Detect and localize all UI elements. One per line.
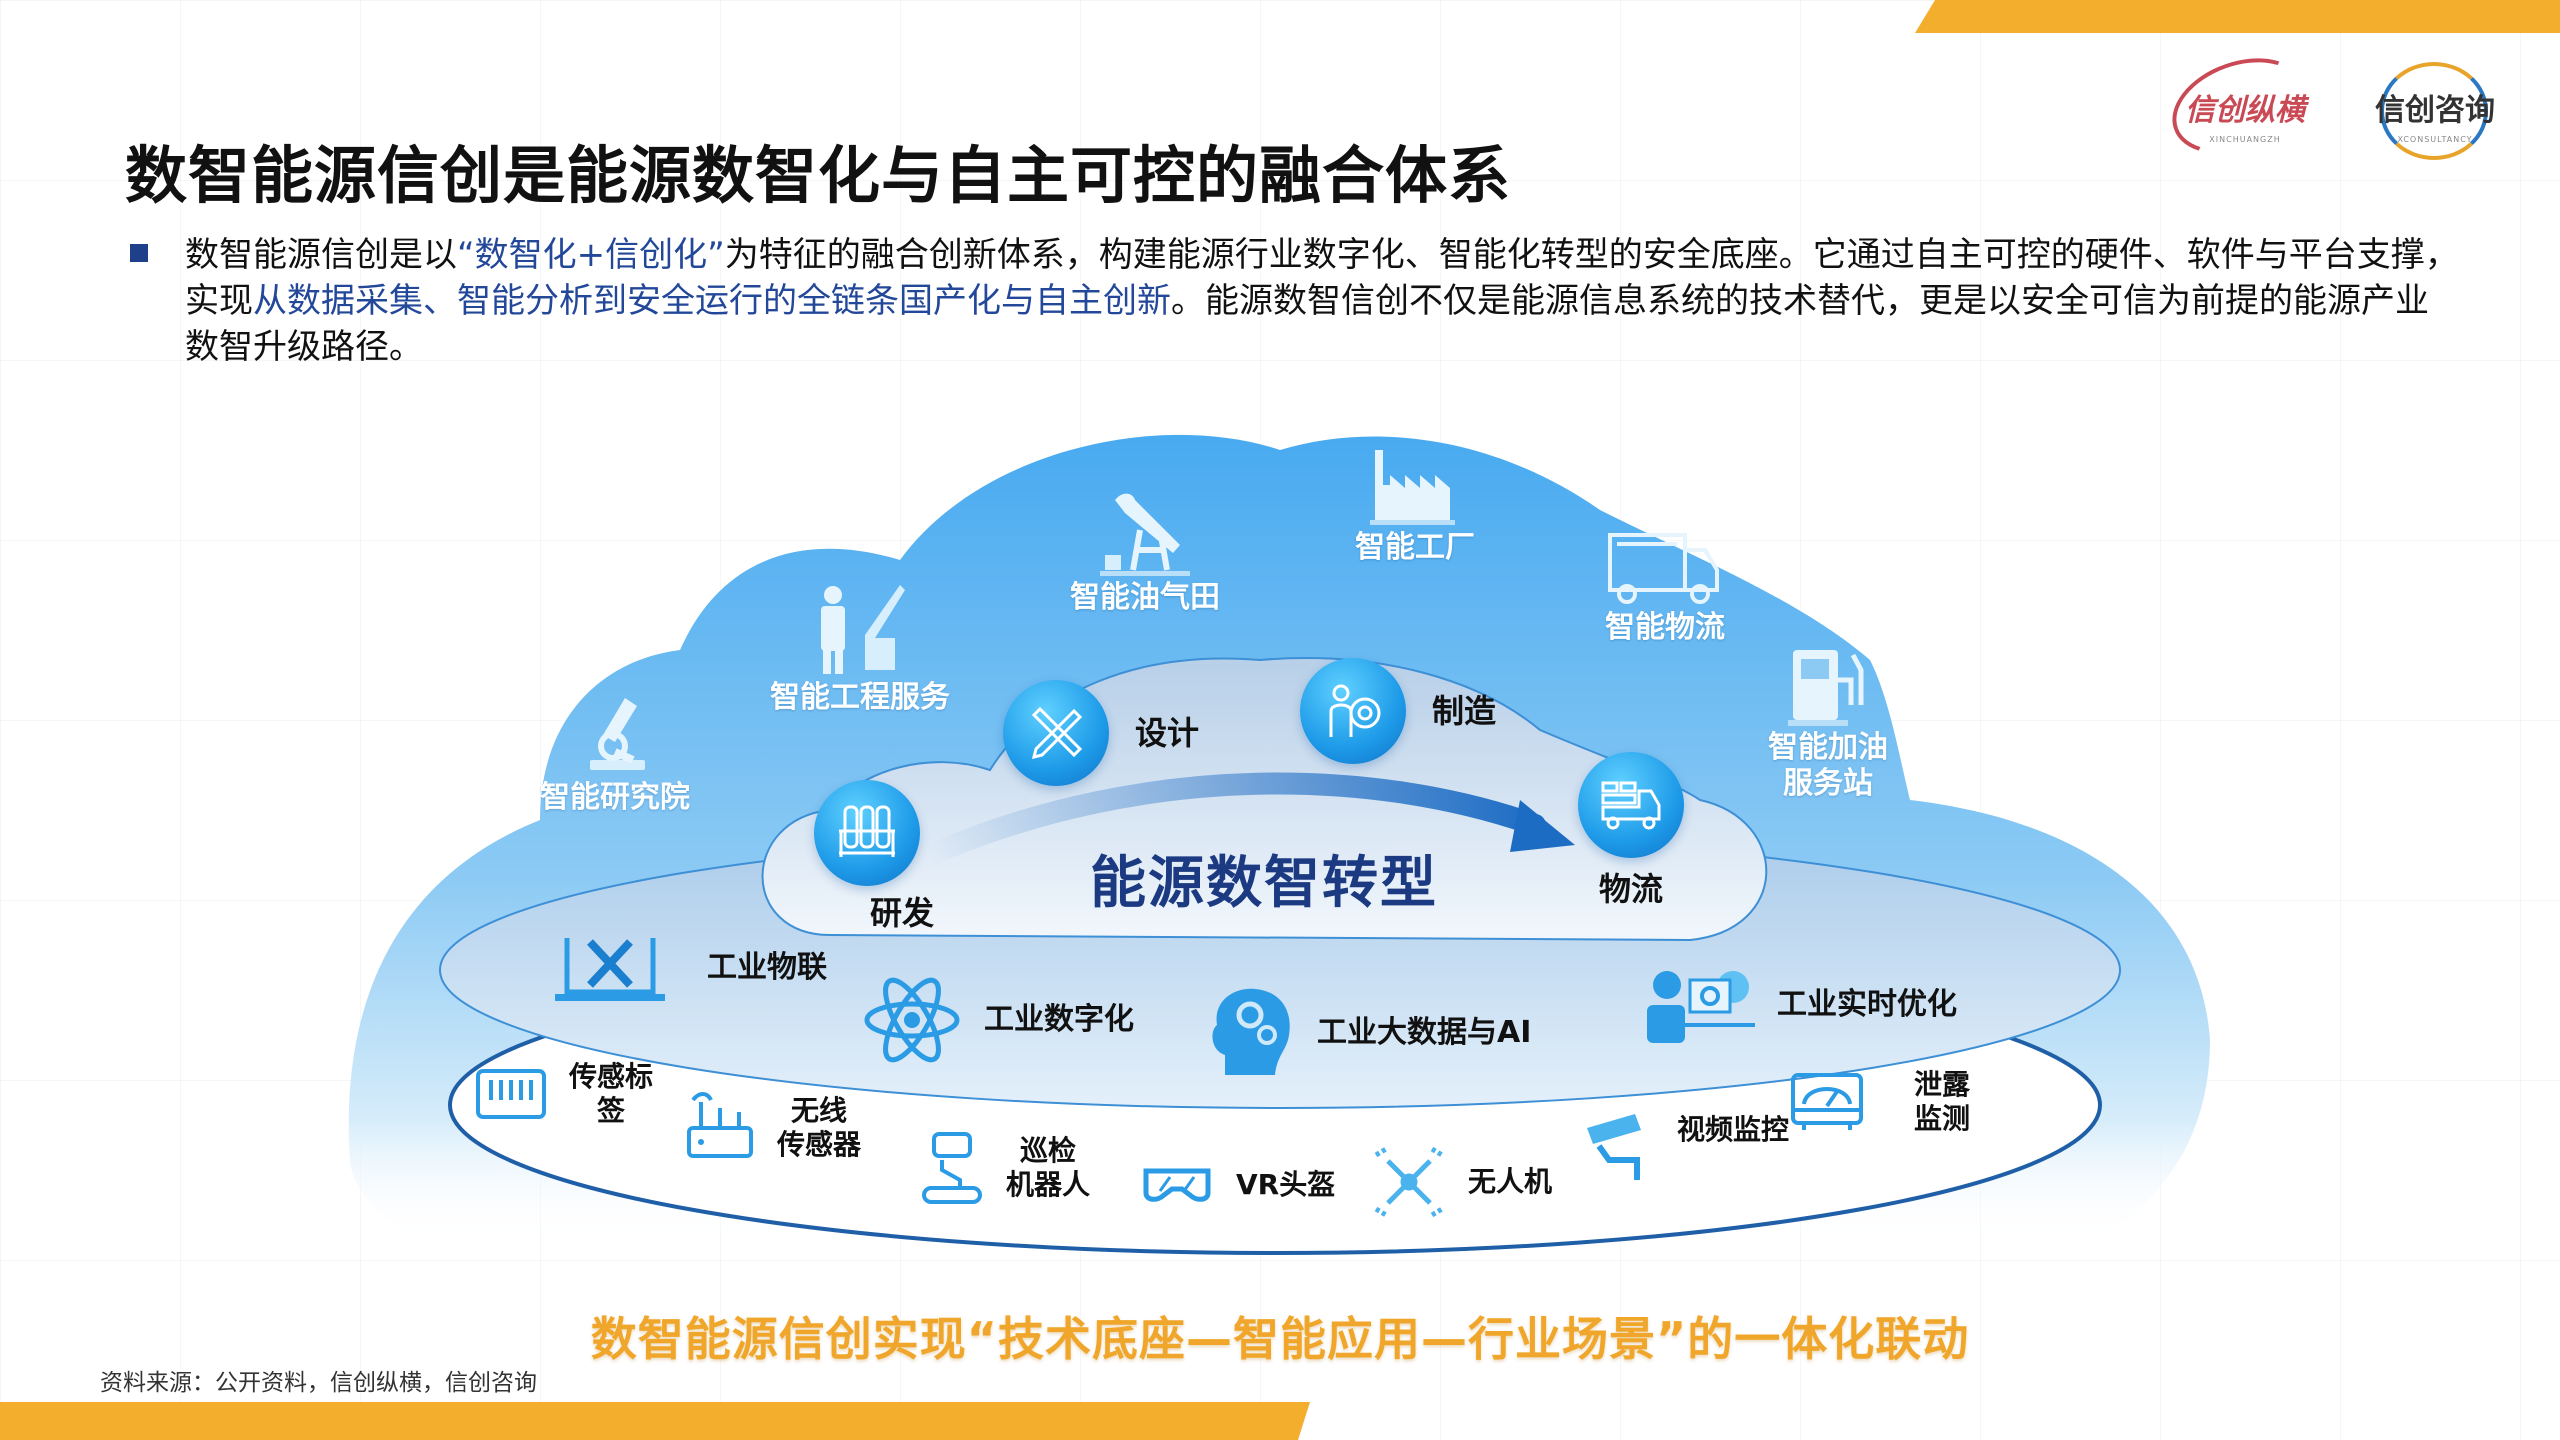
head-gears-icon: [1212, 988, 1290, 1075]
device-drone: 无人机: [1372, 1145, 1552, 1219]
factory-icon: [1370, 450, 1455, 525]
app-industrial-realtime-optimization: 工业实时优化: [1645, 965, 1957, 1045]
person-gear-icon: [1300, 658, 1406, 764]
device-wireless-sensor: 无线 传感器: [685, 1090, 861, 1165]
test-tubes-icon: [814, 780, 920, 886]
router-icon: [687, 1092, 753, 1158]
microscope-icon: [590, 698, 645, 770]
logo-xinchuang-zongheng: 信创纵横 XINCHUANGZH: [2159, 41, 2320, 171]
scenario-smart-factory: 智能工厂: [1355, 440, 1475, 566]
stage-logistics: 物流: [1578, 752, 1684, 908]
device-inspection-robot: 巡检 机器人: [920, 1130, 1090, 1205]
atom-icon: [864, 977, 960, 1063]
device-vr-headset: VR头盔: [1140, 1165, 1335, 1205]
gauge-monitor-icon: [1791, 1073, 1863, 1130]
oil-pump-icon: [1100, 493, 1190, 576]
scenario-smart-oil-gas-field: 智能油气田: [1070, 485, 1220, 616]
page-title: 数智能源信创是能源数智化与自主可控的融合体系: [125, 139, 1512, 212]
robot-icon: [922, 1132, 982, 1204]
flow-arrow-head: [1510, 800, 1575, 852]
fuel-pump-icon: [1788, 650, 1864, 726]
app-industrial-digitalization: 工业数字化: [862, 975, 1134, 1065]
app-industrial-iot: 工业物联: [555, 930, 827, 1005]
laptop-tools-icon: [555, 938, 665, 1001]
truck-icon: [1608, 533, 1719, 604]
device-sensor-tag: 传感标 签: [475, 1060, 653, 1128]
logo-group: 信创纵横 XINCHUANGZH 信创咨询 XCONSULTANCY: [2159, 41, 2510, 171]
bottom-accent-bar: [0, 1402, 1310, 1440]
intro-paragraph: 数智能源信创是以“数智化+信创化”为特征的融合创新体系，构建能源行业数字化、智能…: [130, 232, 2460, 370]
fuel-station-label-line2: 服务站: [1783, 766, 1873, 801]
vr-goggles-icon: [1143, 1168, 1211, 1202]
stage-design: 设计: [1003, 680, 1199, 786]
scenario-smart-engineering-service: 智能工程服务: [770, 580, 950, 716]
logo-xinchuang-consultancy: 信创咨询 XCONSULTANCY: [2360, 62, 2510, 160]
worker-screen-gear-icon: [1647, 971, 1755, 1043]
device-leak-detection: 泄露 监测: [1790, 1068, 1970, 1136]
highlight-text: “数智化+信创化”: [457, 235, 725, 275]
barcode-tag-icon: [476, 1069, 546, 1119]
scenario-smart-research-institute: 智能研究院: [540, 690, 690, 816]
stage-manufacturing: 制造: [1300, 658, 1496, 764]
highlight-text: 从数据采集、智能分析到安全运行的全链条国产化与自主创新: [253, 281, 1171, 321]
top-accent-bar: [1915, 0, 2560, 33]
scenario-smart-logistics: 智能物流: [1605, 530, 1725, 646]
fuel-station-label-line1: 智能加油: [1768, 730, 1888, 765]
drone-icon: [1374, 1146, 1444, 1218]
cctv-camera-icon: [1587, 1114, 1641, 1180]
scenario-smart-fuel-station: 智能加油 服务站: [1768, 645, 1888, 802]
flow-arrow: [919, 772, 1546, 866]
device-video-surveillance: 视频监控: [1585, 1110, 1789, 1184]
core-title: 能源数智转型: [1090, 851, 1438, 916]
pencil-ruler-icon: [1003, 680, 1109, 786]
engineer-crane-icon: [821, 585, 905, 674]
conclusion-tagline: 数智能源信创实现“技术底座—智能应用—行业场景”的一体化联动: [590, 1312, 1970, 1366]
bullet-icon: [130, 244, 148, 262]
stage-rnd: 研发: [800, 780, 934, 932]
delivery-truck-icon: [1578, 752, 1684, 858]
source-note: 资料来源：公开资料，信创纵横，信创咨询: [100, 1370, 537, 1396]
app-industrial-bigdata-ai: 工业大数据与AI: [1205, 985, 1531, 1080]
